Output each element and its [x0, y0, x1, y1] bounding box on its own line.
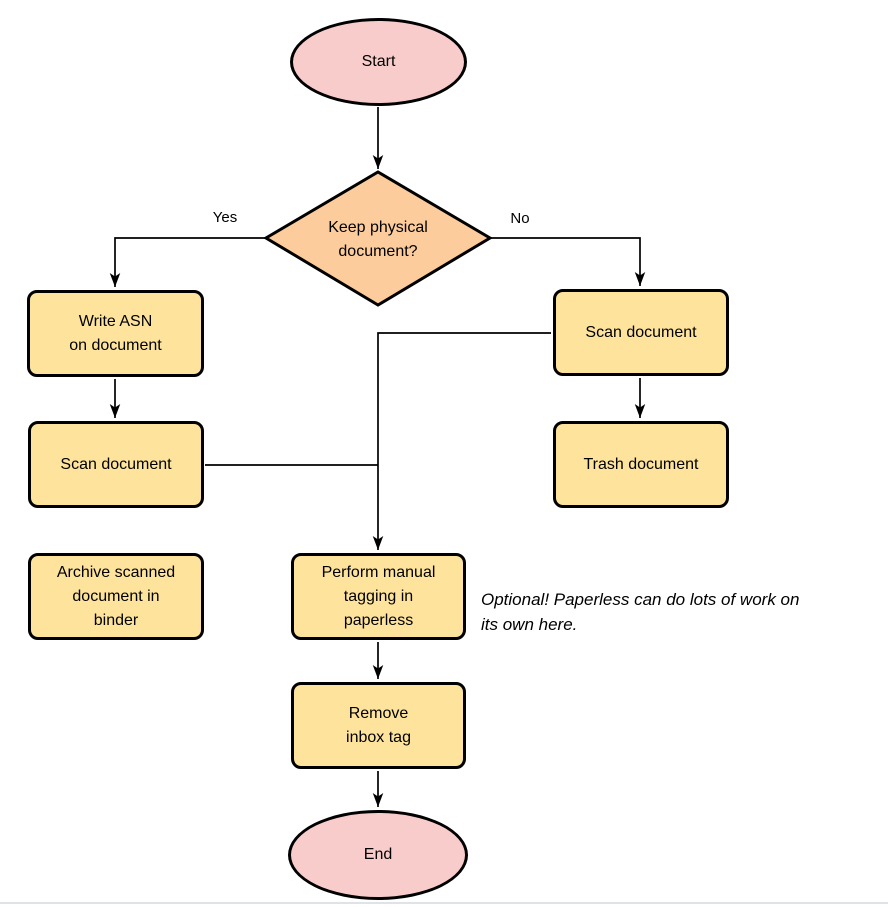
- bottom-divider-line: [0, 902, 888, 904]
- edge-label-no: No: [510, 210, 530, 227]
- edge-decision-yes-to-write-asn: [109, 237, 265, 287]
- node-perform-manual-tagging: Perform manual tagging in paperless: [291, 553, 466, 640]
- node-trash-document: Trash document: [553, 421, 729, 508]
- node-end: End: [288, 810, 468, 900]
- node-scan-document-right: Scan document: [553, 289, 729, 376]
- node-remove-inbox-tag: Remove inbox tag: [291, 682, 466, 769]
- edge-decision-no-to-scan-right: [490, 237, 646, 286]
- annotation-optional-note: Optional! Paperless can do lots of work …: [481, 590, 800, 634]
- edge-label-yes: Yes: [212, 209, 238, 226]
- node-end-label: End: [363, 846, 393, 863]
- edge-scan-right-to-perform: [372, 332, 551, 550]
- node-start-label: Start: [361, 53, 396, 70]
- node-scan-document-left: Scan document: [28, 421, 204, 508]
- decision-diamond-shape: [263, 170, 493, 307]
- node-start: Start: [290, 18, 467, 106]
- node-decision-label: Keep physical document?: [328, 219, 428, 260]
- node-write-asn: Write ASN on document: [27, 290, 204, 377]
- node-archive-scanned-document: Archive scanned document in binder: [28, 553, 204, 640]
